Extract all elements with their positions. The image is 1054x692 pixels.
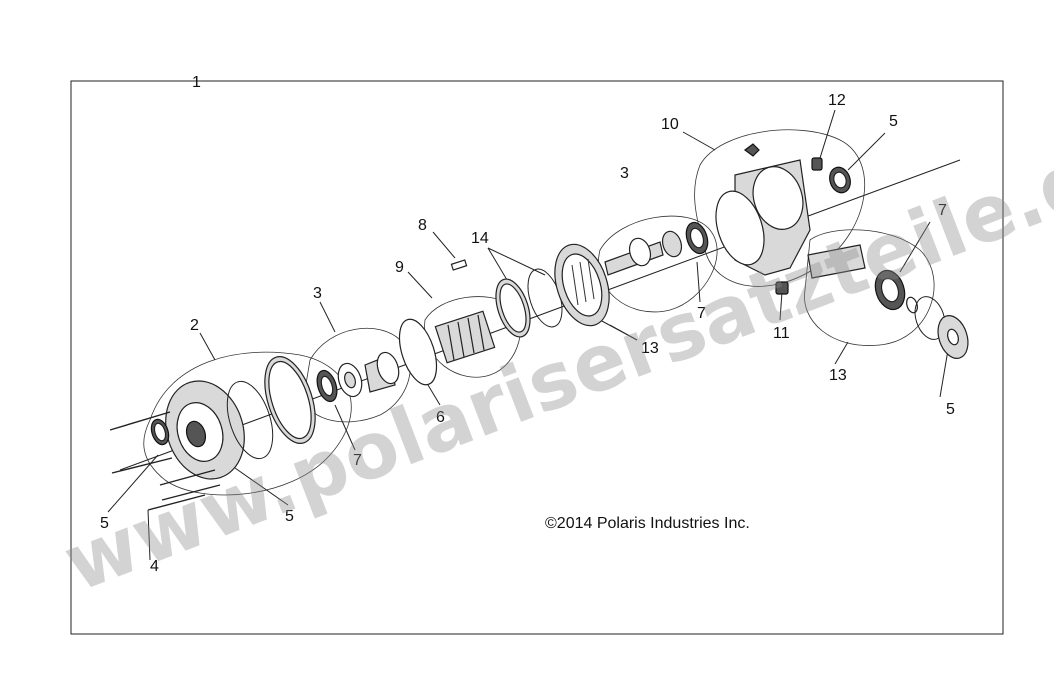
plate-part (398, 318, 438, 386)
callout-label: 12 (828, 92, 846, 109)
copyright-text: ©2014 Polaris Industries Inc. (545, 515, 750, 532)
callout-label: 3 (620, 165, 629, 182)
callout-label: 8 (418, 217, 427, 234)
output-shaft-part (807, 244, 866, 279)
vent-part (811, 157, 823, 171)
callout-label: 14 (471, 230, 489, 247)
gearcase-part (715, 143, 811, 276)
assembly-axis (119, 159, 961, 471)
callout-label: 1 (192, 74, 201, 91)
plug-part (775, 281, 789, 295)
callout-labels: 1 2 3 3 4 5 5 5 5 6 7 7 7 8 9 10 11 12 1… (100, 74, 955, 575)
callout-label: 13 (641, 340, 659, 357)
diagram-frame (70, 80, 1004, 635)
callout-label: 3 (313, 285, 322, 302)
callout-label: 7 (353, 452, 362, 469)
callout-label: 9 (395, 259, 404, 276)
callout-label: 2 (190, 317, 199, 334)
bolt-parts (109, 411, 221, 511)
callout-label: 10 (661, 116, 679, 133)
pin-part (450, 259, 468, 271)
o-ring-part (226, 380, 274, 460)
callout-label: 5 (946, 401, 955, 418)
callout-label: 7 (697, 305, 706, 322)
callout-label: 7 (938, 202, 947, 219)
parts (109, 143, 969, 511)
callout-label: 13 (829, 367, 847, 384)
callout-label: 11 (773, 325, 790, 342)
callout-label: 5 (285, 508, 294, 525)
callout-label: 5 (889, 113, 898, 130)
roller-cage-part (434, 310, 496, 364)
callout-label: 6 (436, 409, 445, 426)
watermark-text: www.polarisersatzteile.de (53, 114, 1054, 610)
grouping-outlines (143, 129, 935, 496)
callout-label: 4 (150, 558, 159, 575)
callout-label: 5 (100, 515, 109, 532)
leader-lines (107, 109, 949, 561)
